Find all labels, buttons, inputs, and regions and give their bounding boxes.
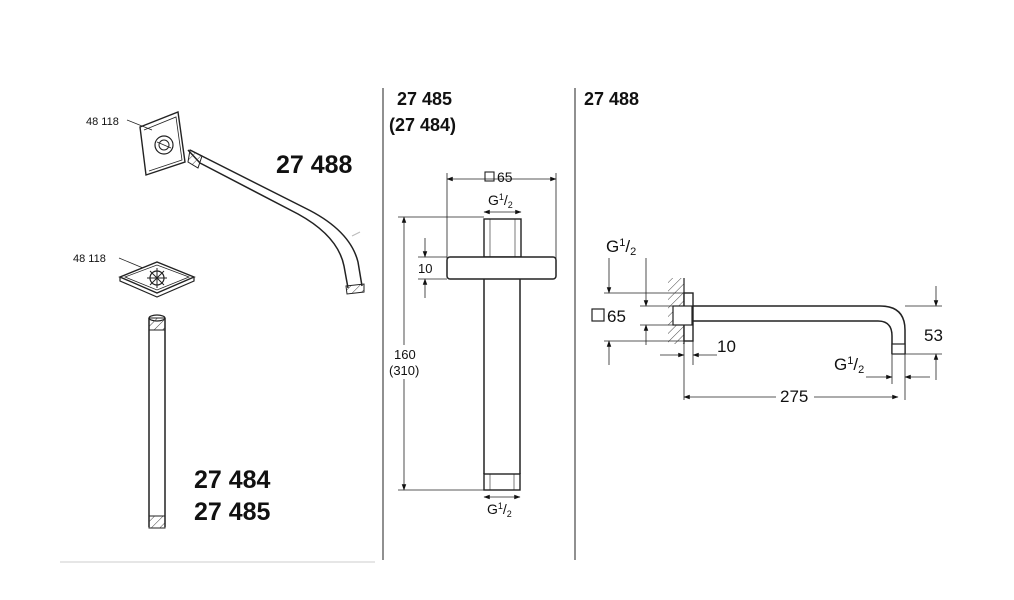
left-panel: 48 118 27 488 48 118 <box>60 111 375 563</box>
arm-part-number: 27 488 <box>276 151 353 179</box>
right-header: 27 488 <box>584 89 639 109</box>
pipe-part-number-1: 27 484 <box>194 466 271 494</box>
leader-flange-bottom <box>118 257 144 269</box>
middle-flange-thickness: 10 <box>418 261 432 276</box>
right-flange-size: 65 <box>607 307 626 326</box>
bottom-nipple <box>483 473 521 491</box>
wall-flange-top <box>139 111 186 176</box>
middle-panel: 27 485 (27 484) 65 G1/2 G1/2 10 <box>388 89 557 519</box>
middle-thread-bottom: G1/2 <box>487 501 512 519</box>
right-thread-right: G1/2 <box>834 355 864 376</box>
arm-outline <box>693 305 906 354</box>
right-panel: 27 488 G1/2 65 10 53 <box>584 89 943 406</box>
ceiling-pipe <box>148 314 166 529</box>
leader-flange-top <box>126 119 153 131</box>
flange-label-bottom: 48 118 <box>73 253 106 265</box>
arm-outlet <box>891 343 906 355</box>
right-projection: 275 <box>780 387 808 406</box>
threaded-stub <box>672 305 693 326</box>
middle-header-line2: (27 484) <box>389 115 456 135</box>
shower-arm <box>187 149 365 295</box>
ceiling-flange <box>118 261 196 298</box>
right-offset: 10 <box>717 337 736 356</box>
right-drop: 53 <box>924 326 943 345</box>
right-thread-left: G1/2 <box>606 237 636 258</box>
pipe-part-number-2: 27 485 <box>194 498 271 526</box>
middle-length-line2: (310) <box>389 363 419 378</box>
middle-thread-top: G1/2 <box>488 192 513 210</box>
top-nipple <box>483 218 522 258</box>
right-square-symbol <box>591 308 605 322</box>
middle-header-line1: 27 485 <box>397 89 452 109</box>
flange-plate <box>446 256 557 280</box>
middle-flange-size: 65 <box>497 169 513 185</box>
square-symbol <box>484 171 495 182</box>
middle-length-line1: 160 <box>394 347 416 362</box>
flange-label-top: 48 118 <box>86 116 119 128</box>
